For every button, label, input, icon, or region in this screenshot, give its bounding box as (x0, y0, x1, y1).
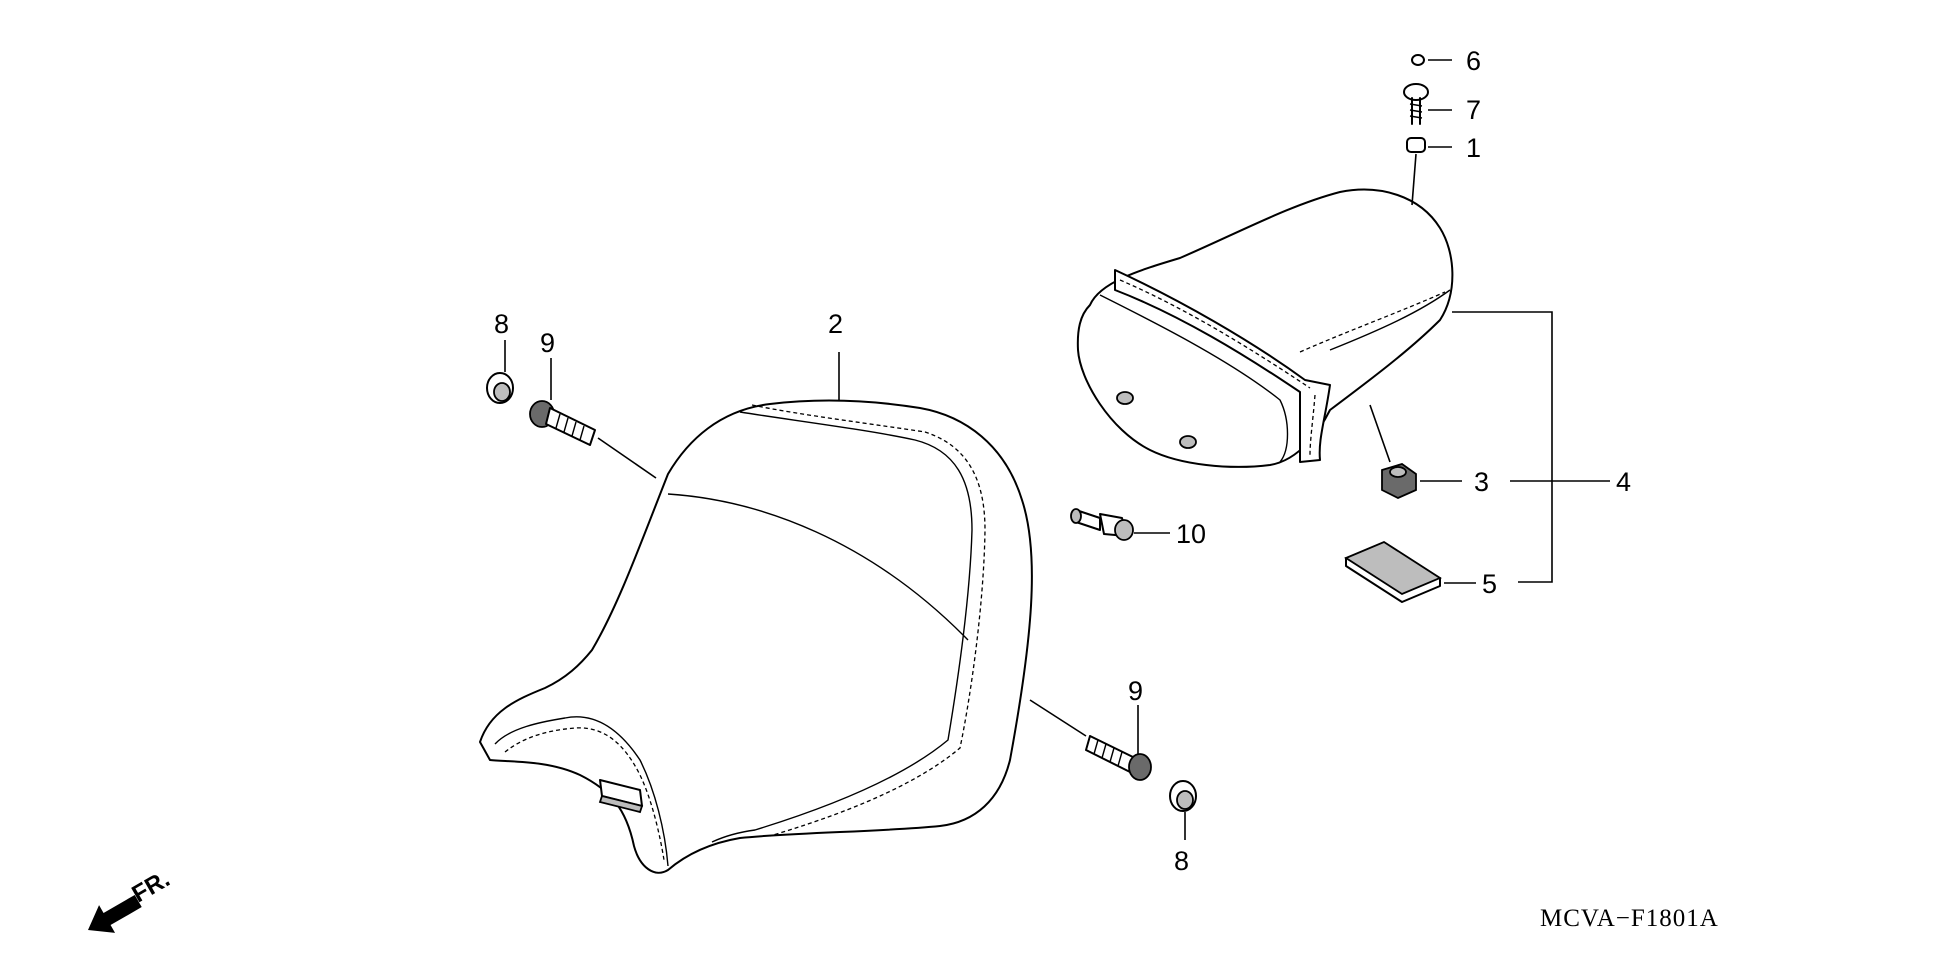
callout-3: 3 (1474, 467, 1489, 497)
part-10-bolt[interactable] (1070, 508, 1134, 541)
callout-9-lower: 9 (1128, 676, 1143, 706)
callout-5: 5 (1482, 569, 1497, 599)
callout-8-lower: 8 (1174, 846, 1189, 876)
callout-10: 10 (1176, 519, 1206, 549)
part-6-cap[interactable] (1411, 54, 1425, 66)
part-7-screw[interactable] (1403, 83, 1429, 125)
leader-lines (504, 59, 1610, 840)
part-5-pad[interactable] (1344, 540, 1442, 603)
callout-8-upper: 8 (494, 309, 509, 339)
rider-seat[interactable] (479, 399, 1033, 874)
part-8-grommet-lower[interactable] (1169, 780, 1197, 812)
callout-6: 6 (1466, 46, 1481, 76)
part-9-bolt-upper[interactable] (529, 400, 596, 446)
callout-7: 7 (1466, 95, 1481, 125)
callout-9-upper: 9 (540, 328, 555, 358)
callout-2: 2 (828, 309, 843, 339)
front-direction-arrow-icon (88, 894, 142, 933)
pillion-seat[interactable] (1076, 188, 1454, 468)
callout-1: 1 (1466, 133, 1481, 163)
part-8-grommet-upper[interactable] (486, 372, 514, 404)
part-3-nut[interactable] (1381, 463, 1417, 499)
callout-4: 4 (1616, 467, 1631, 497)
part-1-collar[interactable] (1406, 137, 1426, 153)
diagram-code: MCVA−F1801A (1540, 905, 1719, 932)
part-9-bolt-lower[interactable] (1085, 735, 1152, 781)
